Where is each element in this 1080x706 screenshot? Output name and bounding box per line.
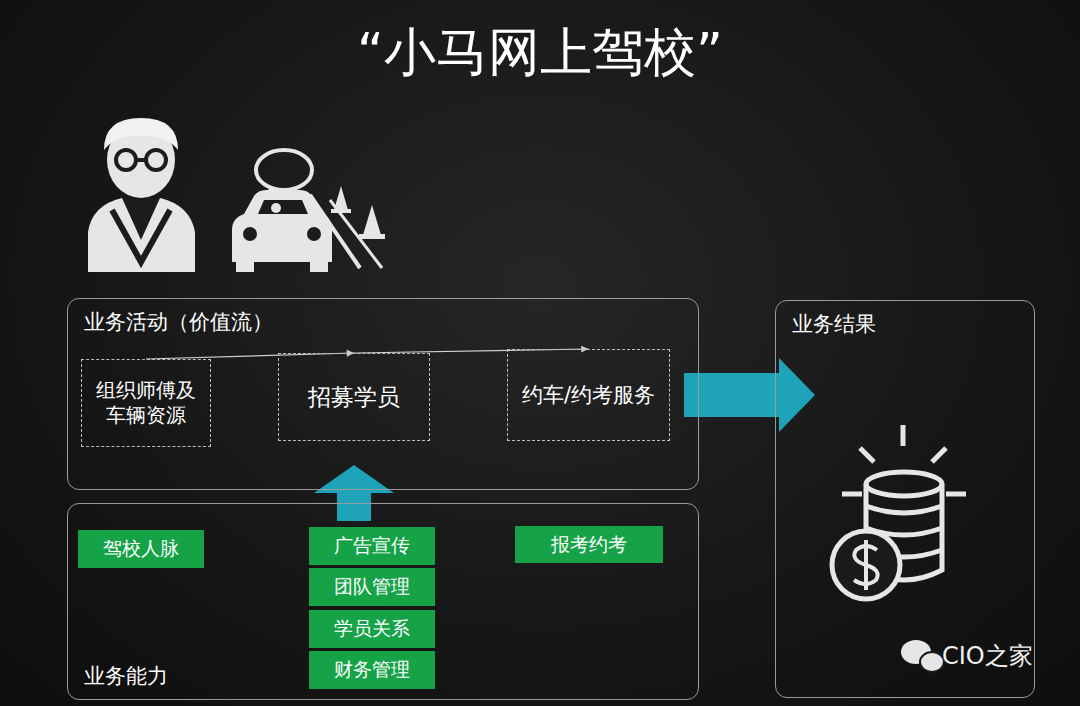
group-panel: 业务结果 (775, 300, 1035, 698)
panel-heading: 业务能力 (84, 663, 168, 689)
capability-box: 学员关系 (309, 610, 435, 648)
box-label: 学员关系 (330, 617, 414, 641)
person-icon (88, 118, 195, 272)
connector (684, 358, 815, 432)
diagram-title: “小马网上驾校” (0, 18, 1080, 88)
capability-box: 驾校人脉 (78, 530, 204, 568)
box-label: 广告宣传 (330, 534, 414, 558)
box-label: 财务管理 (330, 658, 414, 682)
capability-box: 财务管理 (309, 651, 435, 689)
box-label: 组织师傅及 车辆资源 (82, 378, 210, 428)
connector (146, 350, 354, 359)
activity-box: 组织师傅及 车辆资源 (81, 359, 211, 447)
wechat-icon (901, 640, 944, 672)
capability-box: 团队管理 (309, 568, 435, 606)
money-icon (832, 425, 966, 599)
box-label: 驾校人脉 (99, 537, 183, 561)
box-label: 团队管理 (330, 575, 414, 599)
activity-box: 招募学员 (278, 353, 430, 441)
box-label: 报考约考 (547, 533, 631, 557)
connector (314, 465, 394, 521)
capability-box: 报考约考 (515, 526, 663, 563)
car-icon (232, 150, 385, 272)
capability-box: 广告宣传 (309, 527, 435, 565)
group-panel: 业务能力 驾校人脉 广告宣传团队管理学员关系财务管理 报考约考 (67, 503, 699, 700)
watermark: CIO之家 (942, 640, 1033, 672)
panel-heading: 业务结果 (792, 311, 876, 337)
box-label: 约车/约考服务 (518, 382, 659, 408)
activity-box: 约车/约考服务 (507, 349, 670, 441)
panel-heading: 业务活动（价值流） (84, 309, 273, 335)
box-label: 招募学员 (304, 383, 404, 412)
group-panel: 业务活动（价值流） 组织师傅及 车辆资源 招募学员 约车/约考服务 (67, 298, 699, 490)
